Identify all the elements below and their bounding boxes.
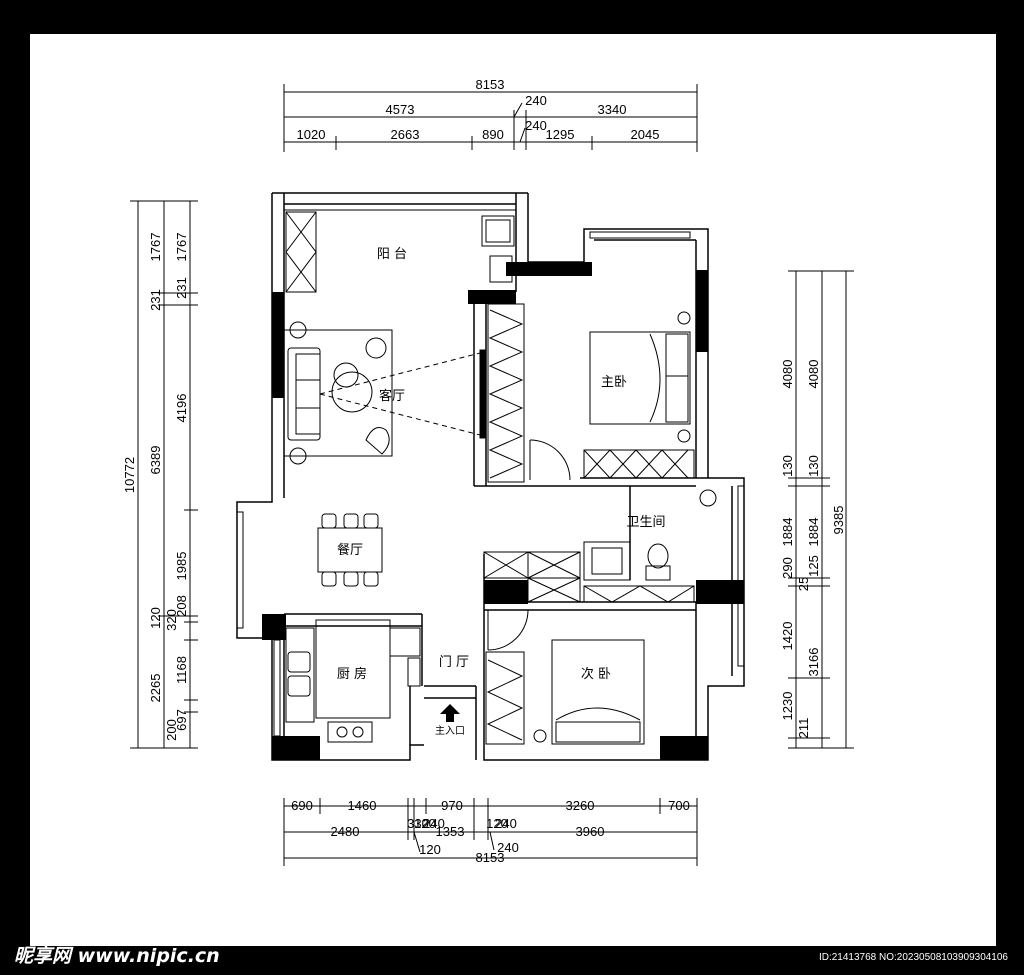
left-dimension-texts: 10772 231 6389 2265 1767 1767 231 4196 1… xyxy=(122,233,189,741)
dim-bot-r2-1: 2480 xyxy=(331,824,360,839)
dim-left-in-4: 1985 xyxy=(174,552,189,581)
dim-right-in-5: 25 xyxy=(796,577,811,591)
watermark-id: ID:21413768 NO:20230508103909304106 xyxy=(819,952,1008,963)
dim-right-in-3: 1884 xyxy=(780,518,795,547)
room-label-second-bedroom: 次 卧 xyxy=(581,666,611,682)
room-label-master-bedroom: 主卧 xyxy=(601,375,627,390)
dim-left-in-10: 697 xyxy=(174,709,189,731)
dim-bot-r1-7: 120 xyxy=(486,816,508,831)
dim-left-in-7: 320 xyxy=(164,609,179,631)
dim-bot-r1-5: 240 xyxy=(423,816,445,831)
dim-bot-r1-6: 970 xyxy=(441,798,463,813)
dim-top-r3-3: 890 xyxy=(482,127,504,142)
room-label-foyer: 门 厅 xyxy=(439,655,469,670)
dim-left-overall: 10772 xyxy=(122,457,137,493)
dim-top-r2-2: 240 xyxy=(525,93,547,108)
dim-bot-r2-2: 1353 xyxy=(436,824,465,839)
dim-left-in-9: 200 xyxy=(164,719,179,741)
watermark-site: 昵享网 www.nipic.cn xyxy=(14,945,220,967)
dim-right-in-4: 290 xyxy=(780,557,795,579)
dim-top-r3-5: 1295 xyxy=(546,127,575,142)
dim-top-r2-3: 3340 xyxy=(598,102,627,117)
dim-right-mid-4: 125 xyxy=(806,555,821,577)
dim-left-in-2: 231 xyxy=(174,277,189,299)
drawing-sheet xyxy=(30,34,996,946)
room-label-kitchen: 厨 房 xyxy=(337,666,367,682)
dim-left-mid-1: 231 xyxy=(148,289,163,311)
right-dimension-lines xyxy=(788,270,854,749)
dim-top-r3-4: 240 xyxy=(525,118,547,133)
room-label-entrance: 主入口 xyxy=(435,725,465,737)
dim-bot-r3-2: 8153 xyxy=(476,850,505,865)
room-label-bathroom: 卫生间 xyxy=(626,515,665,530)
room-label-balcony: 阳 台 xyxy=(377,247,407,262)
dim-right-overall: 9385 xyxy=(831,506,846,535)
dim-right-in-6: 1420 xyxy=(780,622,795,651)
dim-left-mid-2: 6389 xyxy=(148,446,163,475)
dim-top-r2-1: 4573 xyxy=(386,102,415,117)
dim-top-overall: 8153 xyxy=(476,77,505,92)
entrance-arrow-icon xyxy=(440,704,460,722)
dim-left-in-6: 208 xyxy=(174,595,189,617)
dim-top-r3-2: 2663 xyxy=(391,127,420,142)
dim-right-in-2: 130 xyxy=(780,455,795,477)
dim-right-mid-3: 1884 xyxy=(806,518,821,547)
dim-left-in-3: 4196 xyxy=(174,394,189,423)
dim-left-in-1: 1767 xyxy=(174,233,189,262)
balcony-window xyxy=(236,209,745,737)
wall-blocks xyxy=(262,262,744,760)
dim-left-mid-3: 2265 xyxy=(148,674,163,703)
dim-left-in-1b: 1767 xyxy=(148,233,163,262)
dim-bot-r3-3: 240 xyxy=(497,840,519,855)
dim-bot-r1-4: 120 xyxy=(414,816,436,831)
dim-right-in-1: 4080 xyxy=(780,360,795,389)
room-labels: 阳 台 客厅 主卧 卫生间 餐厅 厨 房 门 厅 次 卧 主入口 xyxy=(337,247,666,737)
dim-right-mid-2: 130 xyxy=(806,455,821,477)
dim-left-in-8: 1168 xyxy=(174,656,189,684)
dim-bot-r1-1: 690 xyxy=(291,798,313,813)
dim-top-r3-1: 1020 xyxy=(297,127,326,142)
dim-bot-r1-9: 3260 xyxy=(566,798,595,813)
left-dimension-lines xyxy=(130,200,198,749)
dim-bot-r1-8: 240 xyxy=(495,816,517,831)
top-dimension-lines xyxy=(283,84,698,152)
dim-bot-r3-1: 120 xyxy=(419,842,441,857)
dim-left-in-5: 120 xyxy=(148,607,163,629)
bottom-dimension-lines xyxy=(283,798,698,866)
right-dimension-texts: 9385 4080 4080 130 130 1884 1884 290 25 … xyxy=(780,360,846,739)
dim-right-in-7: 1230 xyxy=(780,692,795,721)
bottom-dimension-texts: 690 1460 330 120 240 970 120 240 3260 70… xyxy=(291,798,690,865)
furniture xyxy=(283,211,717,745)
dim-right-mid-1: 4080 xyxy=(806,360,821,389)
dim-right-mid-5: 3166 xyxy=(806,648,821,677)
dim-right-in-8: 211 xyxy=(796,718,811,739)
dim-bot-r1-10: 700 xyxy=(668,798,690,813)
room-label-dining: 餐厅 xyxy=(337,542,363,558)
dim-bot-r2-5: 3960 xyxy=(576,824,605,839)
dim-bot-r1-2: 1460 xyxy=(348,798,377,813)
room-label-living: 客厅 xyxy=(379,388,405,404)
dim-bot-r1-3: 330 xyxy=(407,816,429,831)
dim-top-r3-6: 2045 xyxy=(631,127,660,142)
top-dimension-texts: 8153 4573 240 3340 1020 2663 890 240 129… xyxy=(297,77,660,142)
